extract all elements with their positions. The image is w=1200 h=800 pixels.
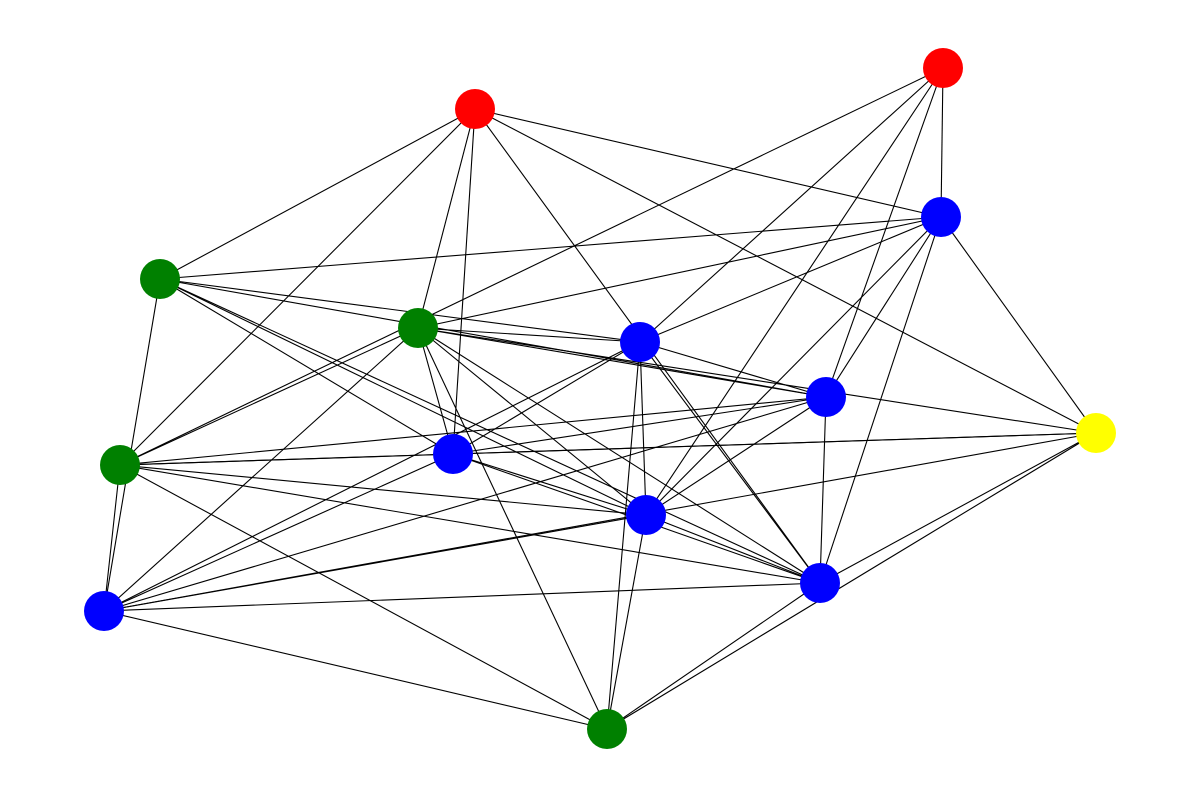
edge-n8-n12 [103, 453, 454, 612]
edge-n5-n13 [606, 341, 641, 730]
edge-n5-n12 [103, 341, 641, 612]
edge-n6-n8 [452, 396, 827, 455]
edge-n2-n4 [417, 216, 942, 329]
edge-n2-n10 [645, 216, 942, 516]
edge-n0-n3 [159, 108, 476, 280]
edge-n6-n9 [119, 396, 827, 466]
node-n7-yellow [1076, 413, 1116, 453]
edge-n3-n12 [103, 278, 161, 612]
edge-n0-n7 [474, 108, 1097, 434]
edge-n10-n12 [103, 514, 647, 612]
edge-n1-n5 [639, 67, 944, 343]
edge-n11-n13 [606, 582, 821, 730]
edge-n5-n6 [639, 341, 827, 398]
edge-n9-n13 [119, 464, 608, 730]
edge-n0-n4 [417, 108, 476, 329]
edge-n1-n6 [825, 67, 944, 398]
node-layer [84, 48, 1116, 749]
edge-n4-n13 [417, 327, 608, 730]
edge-n1-n2 [940, 67, 944, 218]
edge-n4-n9 [119, 327, 419, 466]
edge-n5-n11 [639, 341, 821, 584]
node-n9-green [100, 445, 140, 485]
node-n2-blue [921, 197, 961, 237]
edge-n0-n2 [474, 108, 942, 218]
node-n4-green [398, 308, 438, 348]
edge-n9-n12 [103, 464, 121, 612]
edge-n3-n10 [159, 278, 647, 516]
edge-n8-n9 [119, 453, 454, 466]
edge-n9-n10 [119, 464, 647, 516]
node-n10-blue [626, 495, 666, 535]
edge-n4-n5 [417, 327, 641, 343]
edge-n3-n6 [159, 278, 827, 398]
edge-n3-n8 [159, 278, 454, 455]
edge-n3-n11 [159, 278, 821, 584]
edge-n3-n5 [159, 278, 641, 343]
edge-n11-n12 [103, 582, 821, 612]
edge-n2-n3 [159, 216, 942, 280]
node-n5-blue [620, 322, 660, 362]
edge-n2-n7 [940, 216, 1097, 434]
edge-n0-n9 [119, 108, 476, 466]
edge-n10-n11 [645, 514, 821, 584]
edge-n10-n13 [606, 514, 647, 730]
edge-n6-n11 [819, 396, 827, 584]
node-n3-green [140, 259, 180, 299]
edge-n0-n8 [452, 108, 476, 455]
edge-n6-n12 [103, 396, 827, 612]
edge-n5-n8 [452, 341, 641, 455]
edge-n4-n12 [103, 327, 419, 612]
node-n8-blue [433, 434, 473, 474]
node-n1-red [923, 48, 963, 88]
edge-n2-n5 [639, 216, 942, 343]
edge-n12-n13 [103, 610, 608, 730]
edge-n4-n10 [417, 327, 647, 516]
node-n12-blue [84, 591, 124, 631]
edge-n6-n10 [645, 396, 827, 516]
node-n13-green [587, 709, 627, 749]
node-n11-blue [800, 563, 840, 603]
edge-n2-n6 [825, 216, 942, 398]
edge-n4-n11 [417, 327, 821, 584]
edge-n9-n11 [119, 464, 821, 584]
edge-n5-n10 [639, 341, 647, 516]
node-n0-red [455, 89, 495, 129]
edge-n8-n10 [452, 453, 647, 516]
node-n6-blue [806, 377, 846, 417]
edge-n7-n11 [819, 432, 1097, 584]
edge-n1-n10 [645, 67, 944, 516]
edge-n1-n9 [119, 67, 944, 466]
edge-layer [103, 67, 1097, 730]
edge-n4-n7 [417, 327, 1097, 434]
edge-n4-n6 [417, 327, 827, 398]
edge-n7-n13 [606, 432, 1097, 730]
